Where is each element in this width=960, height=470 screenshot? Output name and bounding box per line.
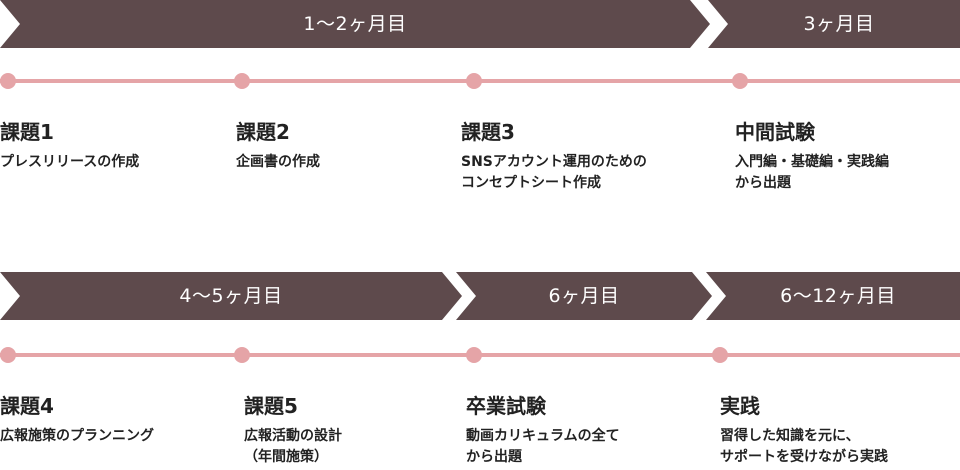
milestone-title: 課題4 bbox=[0, 394, 54, 418]
phase-banner-row1: 1〜2ヶ月目 3ヶ月目 bbox=[0, 0, 960, 48]
milestone-practice: 実践 習得した知識を元に、 サポートを受けながら実践 bbox=[720, 393, 940, 468]
phase-arrow-1-2-months bbox=[0, 0, 710, 48]
milestone-desc-line: から出題 bbox=[466, 449, 522, 465]
milestone-desc-line: コンセプトシート作成 bbox=[461, 175, 601, 191]
phase-arrow-6-months bbox=[456, 272, 712, 320]
milestone-desc-line: 入門編・基礎編・実践編 bbox=[735, 154, 889, 170]
timeline-dot bbox=[466, 347, 482, 363]
timeline-dot bbox=[234, 73, 250, 89]
milestone-desc: SNSアカウント運用のための コンセプトシート作成 bbox=[461, 152, 681, 194]
milestone-task-4: 課題4 広報施策のプランニング bbox=[0, 393, 220, 447]
milestone-title: 卒業試験 bbox=[466, 394, 546, 418]
milestone-desc-line: 企画書の作成 bbox=[236, 154, 320, 170]
phase-arrows-row1 bbox=[0, 0, 960, 48]
milestone-task-1: 課題1 プレスリリースの作成 bbox=[0, 119, 220, 173]
milestone-desc: 習得した知識を元に、 サポートを受けながら実践 bbox=[720, 426, 940, 468]
milestone-final-exam: 卒業試験 動画カリキュラムの全て から出題 bbox=[466, 393, 686, 468]
milestone-task-2: 課題2 企画書の作成 bbox=[236, 119, 456, 173]
milestone-desc: 動画カリキュラムの全て から出題 bbox=[466, 426, 686, 468]
milestone-desc-line: 習得した知識を元に、 bbox=[720, 428, 860, 444]
phase-arrow-6-12-months bbox=[706, 272, 960, 320]
milestone-desc-line: 広報活動の設計 bbox=[244, 428, 342, 444]
timeline-dot bbox=[234, 347, 250, 363]
phase-label-6-12-months: 6〜12ヶ月目 bbox=[780, 285, 896, 307]
phase-banner-row2: 4〜5ヶ月目 6ヶ月目 6〜12ヶ月目 bbox=[0, 272, 960, 320]
timeline-dot bbox=[732, 73, 748, 89]
phase-arrow-3-months bbox=[708, 0, 960, 48]
timeline-dot bbox=[466, 73, 482, 89]
milestone-desc-line: プレスリリースの作成 bbox=[0, 154, 140, 170]
milestone-desc: 入門編・基礎編・実践編 から出題 bbox=[735, 152, 955, 194]
phase-label-6-months: 6ヶ月目 bbox=[548, 285, 620, 307]
milestone-desc: 広報活動の設計 （年間施策） bbox=[244, 426, 464, 468]
milestone-desc: プレスリリースの作成 bbox=[0, 152, 220, 173]
milestone-title: 課題2 bbox=[236, 120, 290, 144]
phase-arrows-row2 bbox=[0, 272, 960, 320]
milestone-desc-line: から出題 bbox=[735, 175, 791, 191]
milestone-task-3: 課題3 SNSアカウント運用のための コンセプトシート作成 bbox=[461, 119, 681, 194]
phase-label-1-2-months: 1〜2ヶ月目 bbox=[303, 13, 407, 35]
milestone-desc-line: SNSアカウント運用のための bbox=[461, 154, 647, 170]
milestone-midterm-exam: 中間試験 入門編・基礎編・実践編 から出題 bbox=[735, 119, 955, 194]
milestone-task-5: 課題5 広報活動の設計 （年間施策） bbox=[244, 393, 464, 468]
timeline-dot bbox=[712, 347, 728, 363]
phase-arrow-4-5-months bbox=[0, 272, 462, 320]
phase-label-3-months: 3ヶ月目 bbox=[803, 13, 875, 35]
milestone-desc-line: 広報施策のプランニング bbox=[0, 428, 154, 444]
milestone-title: 課題1 bbox=[0, 120, 54, 144]
phase-label-4-5-months: 4〜5ヶ月目 bbox=[179, 285, 283, 307]
timeline-dot bbox=[0, 73, 16, 89]
milestone-title: 中間試験 bbox=[735, 120, 815, 144]
milestone-desc-line: （年間施策） bbox=[244, 449, 328, 465]
milestone-desc-line: 動画カリキュラムの全て bbox=[466, 428, 620, 444]
timeline-dot bbox=[0, 347, 16, 363]
milestone-title: 実践 bbox=[720, 394, 760, 418]
milestone-title: 課題5 bbox=[244, 394, 298, 418]
milestone-title: 課題3 bbox=[461, 120, 515, 144]
milestone-desc: 企画書の作成 bbox=[236, 152, 456, 173]
milestone-desc-line: サポートを受けながら実践 bbox=[720, 449, 888, 465]
milestone-desc: 広報施策のプランニング bbox=[0, 426, 220, 447]
